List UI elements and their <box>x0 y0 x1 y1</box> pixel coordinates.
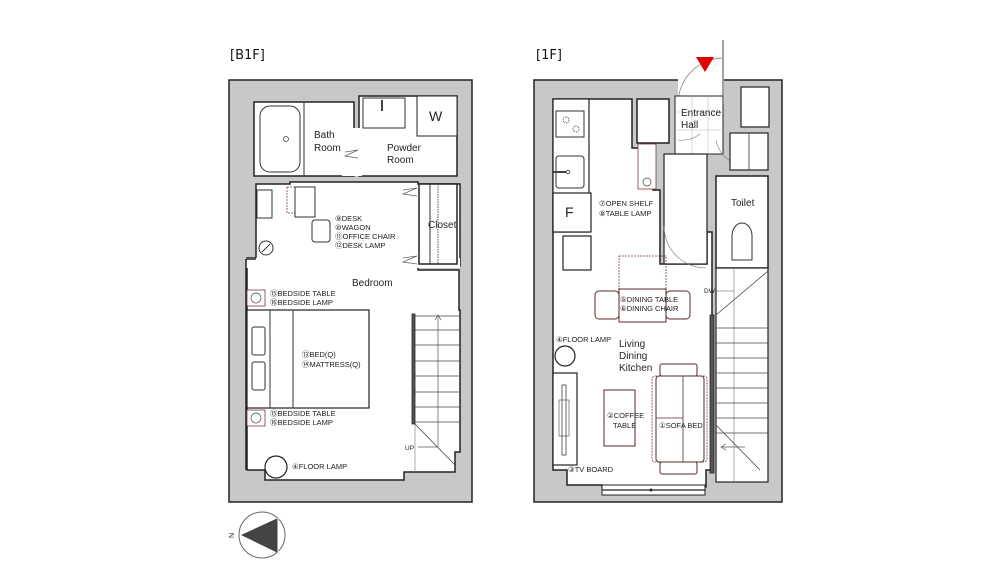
sofa-bed <box>651 363 708 475</box>
dining-table <box>618 288 667 323</box>
label-bedside-lamp-top: ⑯BEDSIDE LAMP <box>270 298 333 307</box>
stove-icon <box>555 110 585 138</box>
label-living: Living <box>619 339 645 350</box>
label-up: UP <box>405 445 414 452</box>
sink-icon <box>362 97 406 129</box>
label-bedside-table-top: ⑮BEDSIDE TABLE <box>270 289 336 298</box>
floorplan-b1f: Bath Room Powder Room W Closet Bedroom ⑨… <box>228 79 473 503</box>
stairs-b1f <box>411 313 460 472</box>
entrance-marker-icon <box>696 57 714 72</box>
coffee-table <box>603 389 636 447</box>
label-open-shelf: ⑦OPEN SHELF <box>599 199 654 208</box>
label-bath-2: Room <box>314 143 341 154</box>
floor-lamp-icon-1f <box>554 345 576 367</box>
label-powder-2: Room <box>387 155 414 166</box>
floor-lamp-icon <box>264 455 288 479</box>
fridge <box>552 192 592 233</box>
compass-label: N <box>229 533 236 538</box>
label-dining-chair: ⑥DINING CHAIR <box>620 304 679 313</box>
stairs-1f <box>709 267 769 483</box>
label-dining: Dining <box>619 351 647 362</box>
label-toilet: Toilet <box>731 198 755 209</box>
floor-title-b1f: [B1F] <box>230 48 265 63</box>
label-washer: W <box>429 108 443 124</box>
label-entrance: Entrance <box>681 108 721 119</box>
label-sofa-bed: ①SOFA BED <box>659 421 703 430</box>
label-bedside-table-bottom: ⑮BEDSIDE TABLE <box>270 409 336 418</box>
label-bath: Bath <box>314 130 335 141</box>
label-table-lamp: ⑧TABLE LAMP <box>599 209 651 218</box>
label-office-chair: ⑪OFFICE CHAIR <box>335 232 396 241</box>
label-desk: ⑨DESK <box>335 214 362 223</box>
bathtub-icon <box>259 105 301 173</box>
label-bedside-lamp-bottom: ⑯BEDSIDE LAMP <box>270 418 333 427</box>
label-coffee-table: TABLE <box>613 421 636 430</box>
label-coffee: ②COFFEE <box>607 411 644 420</box>
floor-title-1f: [1F] <box>536 48 562 63</box>
label-desk-lamp: ⑫DESK LAMP <box>335 241 385 250</box>
label-closet: Closet <box>428 220 457 231</box>
label-bed: ⑬BED(Q) <box>302 350 336 359</box>
north-compass-icon: N <box>229 511 286 559</box>
label-hall: Hall <box>681 120 698 131</box>
label-kitchen: Kitchen <box>619 363 652 374</box>
label-fridge: F <box>565 204 574 220</box>
label-wagon: ⑩WAGON <box>335 223 371 232</box>
bed <box>246 309 370 409</box>
toilet-icon <box>731 222 753 261</box>
washer-space <box>416 95 458 137</box>
label-dining-table: ⑤DINING TABLE <box>620 295 678 304</box>
label-powder: Powder <box>387 143 422 154</box>
label-floor-lamp-1f: ④FLOOR LAMP <box>556 335 611 344</box>
label-mattress: ⑭MATTRESS(Q) <box>302 360 361 369</box>
label-tv-board: ③TV BOARD <box>568 465 614 474</box>
entrance-hall <box>674 95 724 155</box>
label-bedroom: Bedroom <box>352 278 393 289</box>
floorplan-1f: Entrance Hall Toilet F Living Dining Kit… <box>533 40 783 503</box>
label-dw: DW <box>704 288 716 295</box>
label-floor-lamp-b1f: ④FLOOR LAMP <box>292 462 347 471</box>
